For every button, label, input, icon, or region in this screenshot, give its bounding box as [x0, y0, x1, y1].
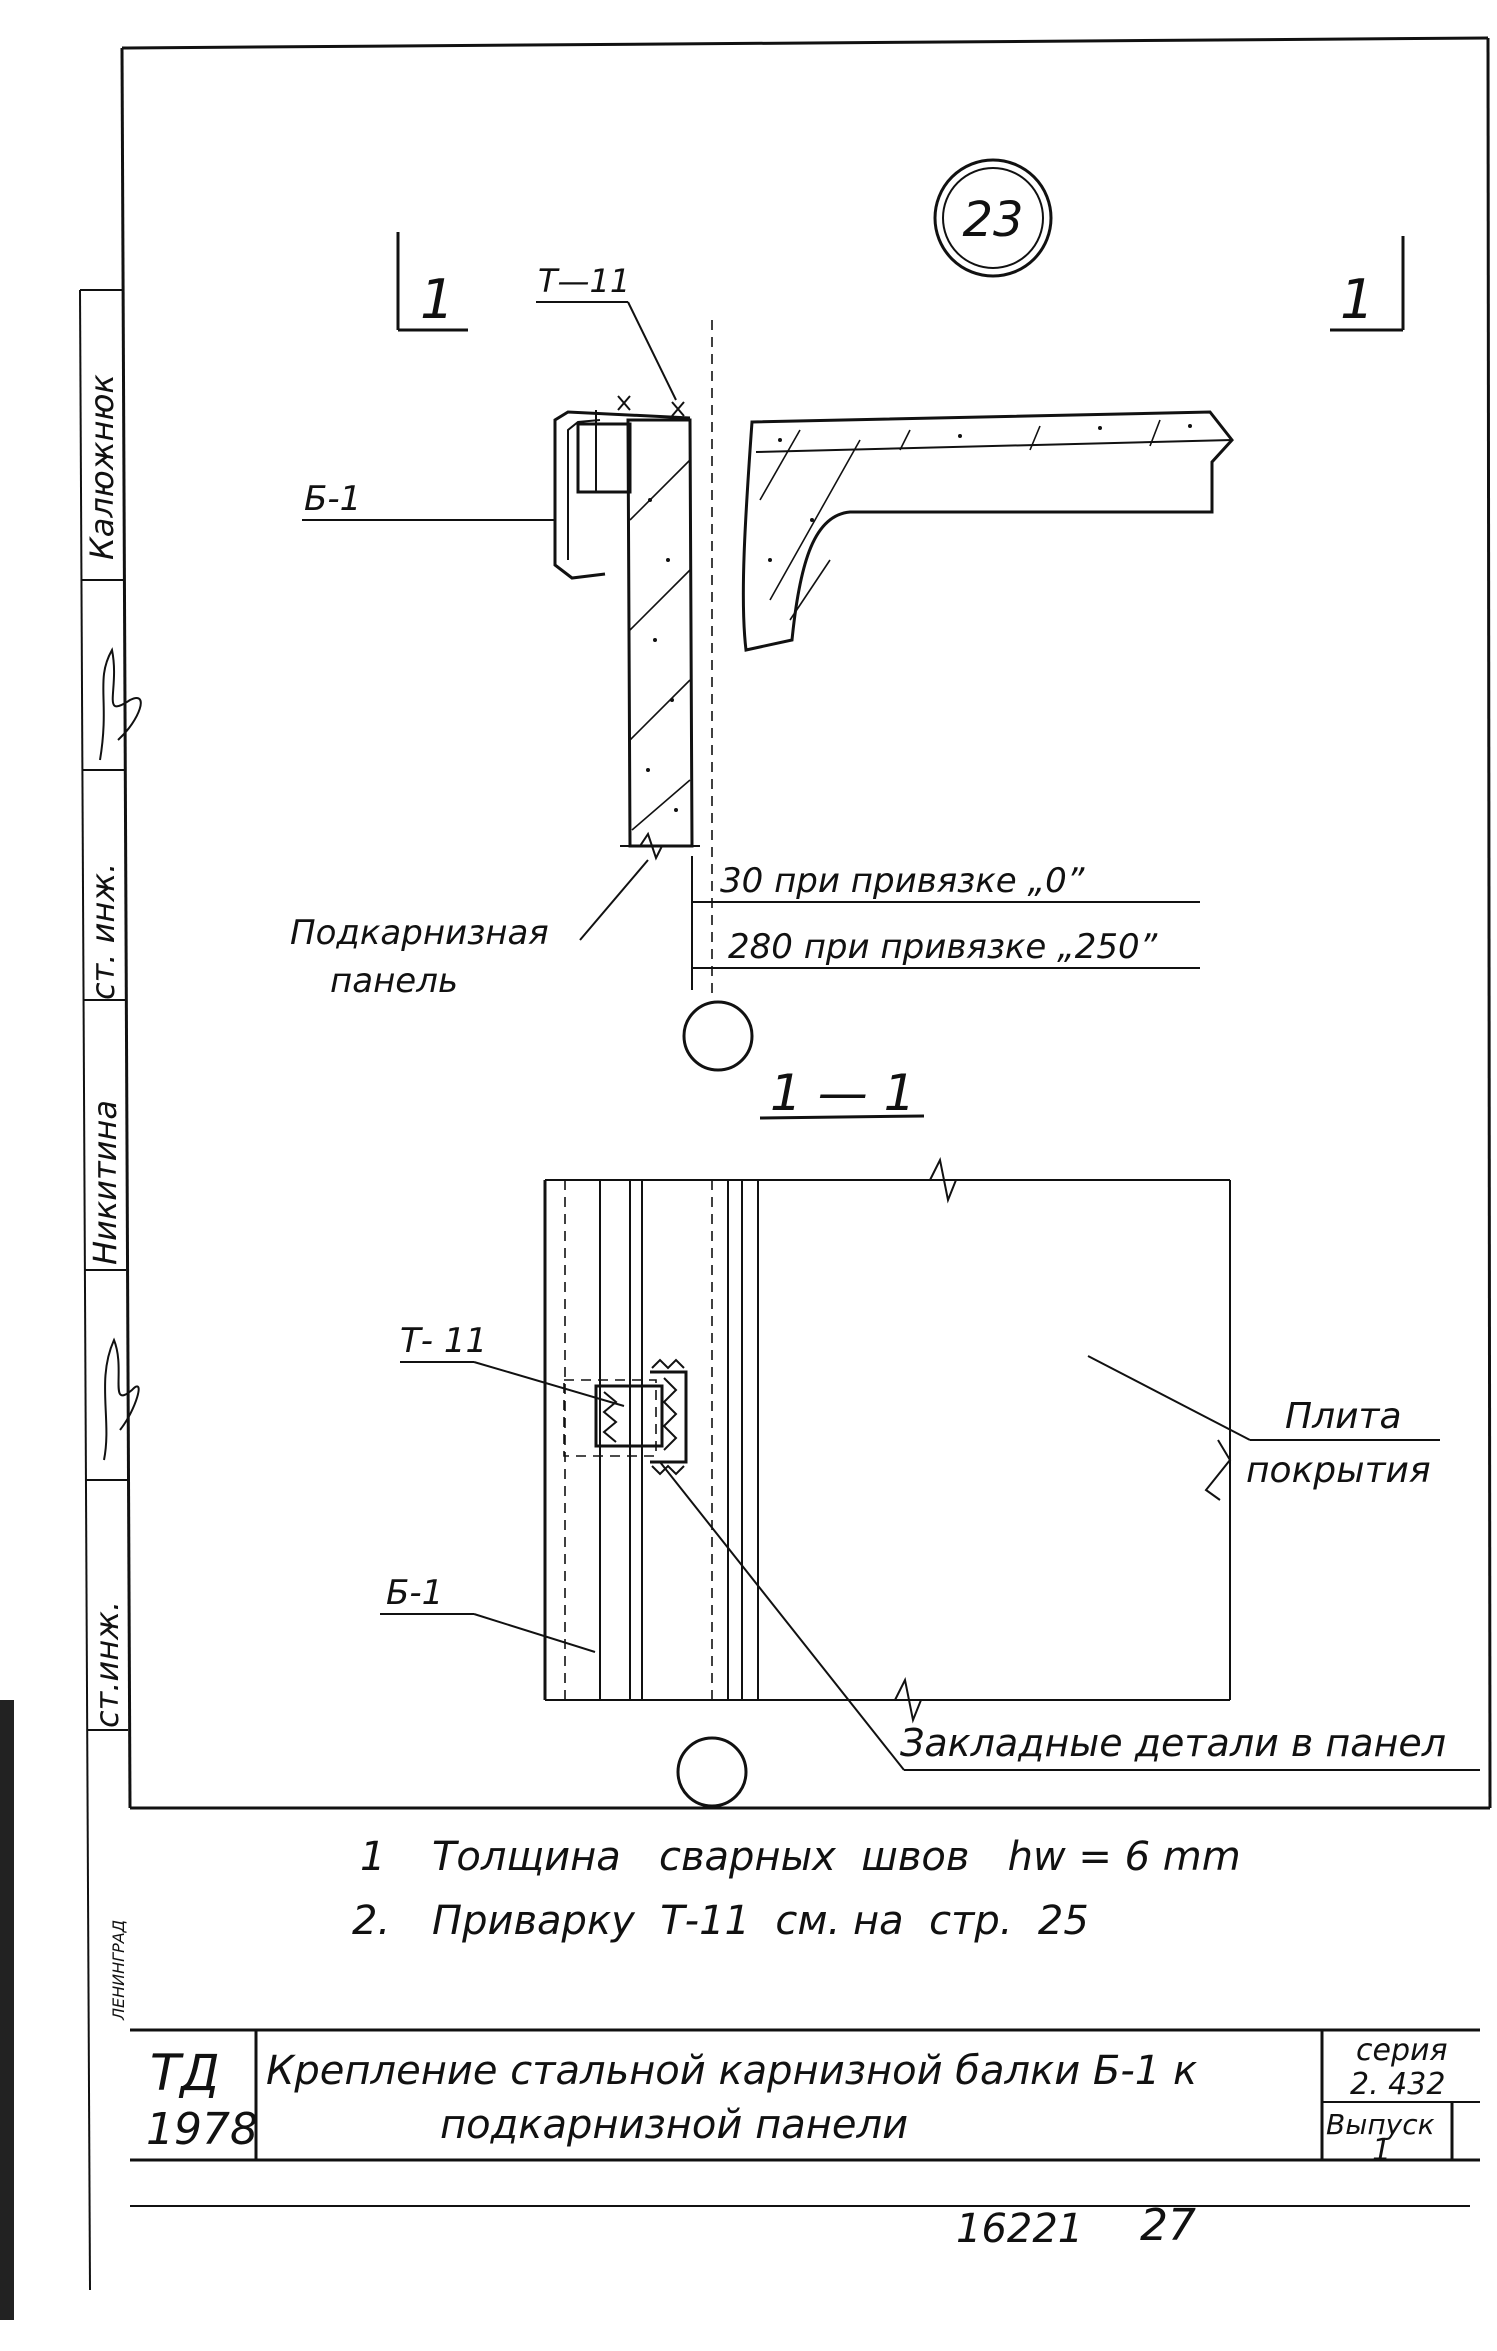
- series-value: 2. 432: [1350, 2067, 1445, 2102]
- label-b1-top: Б-1: [304, 479, 361, 519]
- label-t11-bottom: Т- 11: [400, 1321, 487, 1361]
- label-slab-2: покрытия: [1246, 1450, 1431, 1491]
- title-block: ТД 1978 Крепление стальной карнизной бал…: [130, 2028, 1480, 2207]
- title-line-2: подкарнизной панели: [440, 2102, 908, 2148]
- notes: 1 Толщина сварных швов hw = 6 mm 2. Прив…: [352, 1834, 1241, 1944]
- stamp-city: ЛЕНИНГРАД: [109, 1920, 128, 2021]
- section-plan: Т- 11 Б-1 Закладные детали в панел Плита…: [380, 1156, 1480, 1808]
- stamp-name-1: Калюжнюк: [83, 374, 121, 560]
- section-mark-left: 1: [396, 232, 468, 332]
- note-2-text: Приварку Т-11 см. на стр. 25: [432, 1898, 1089, 1944]
- label-embedded: Закладные детали в панел: [900, 1721, 1446, 1765]
- side-stamp: Калюжнюк ст. инж. Никитина ст.инж. ЛЕНИН…: [0, 289, 142, 2320]
- section-mark-right: 1: [1330, 236, 1405, 332]
- label-slab-1: Плита: [1285, 1396, 1402, 1437]
- issue-label: Выпуск: [1326, 2108, 1435, 2141]
- note-2-num: 2.: [352, 1898, 390, 1944]
- issue-value: 1: [1372, 2133, 1391, 2168]
- signature-1: [99, 647, 142, 761]
- binding-edge: [0, 1700, 14, 2320]
- section-title-group: 1 — 1: [759, 1064, 925, 1122]
- detail-marker: 23: [933, 158, 1053, 278]
- label-panel-1: Подкарнизная: [290, 913, 549, 953]
- stamp-role-1: ст. инж.: [84, 863, 122, 1000]
- label-panel-2: панель: [330, 961, 458, 1001]
- footer: 16221 27: [956, 2200, 1196, 2252]
- label-t11-top: Т—11: [538, 262, 630, 300]
- section-title: 1 — 1: [770, 1064, 915, 1122]
- label-b1-bottom: Б-1: [386, 1573, 443, 1613]
- sheet-frame: [120, 36, 1492, 1810]
- section-mark-left-label: 1: [420, 268, 454, 331]
- title-year: 1978: [146, 2104, 258, 2155]
- upper-detail: Т—11 Б-1 30 при привязке „0” 280 при при…: [290, 262, 1234, 1072]
- page-number: 27: [1140, 2200, 1196, 2251]
- title-line-1: Крепление стальной карнизной балки Б-1 к: [266, 2048, 1197, 2094]
- doc-number: 16221: [956, 2206, 1083, 2252]
- title-org: ТД: [150, 2044, 220, 2102]
- note-1-text: Толщина сварных швов hw = 6 mm: [432, 1834, 1241, 1880]
- signature-2: [103, 1337, 140, 1461]
- dim-280: 280 при привязке „250”: [728, 927, 1158, 967]
- note-1-num: 1: [360, 1834, 385, 1880]
- dim-30: 30 при привязке „0”: [720, 861, 1085, 901]
- series-label: серия: [1356, 2033, 1448, 2068]
- section-mark-right-label: 1: [1340, 268, 1374, 331]
- detail-number: 23: [962, 192, 1023, 248]
- stamp-role-2: ст.инж.: [88, 1601, 126, 1728]
- stamp-name-2: Никитина: [86, 1100, 124, 1265]
